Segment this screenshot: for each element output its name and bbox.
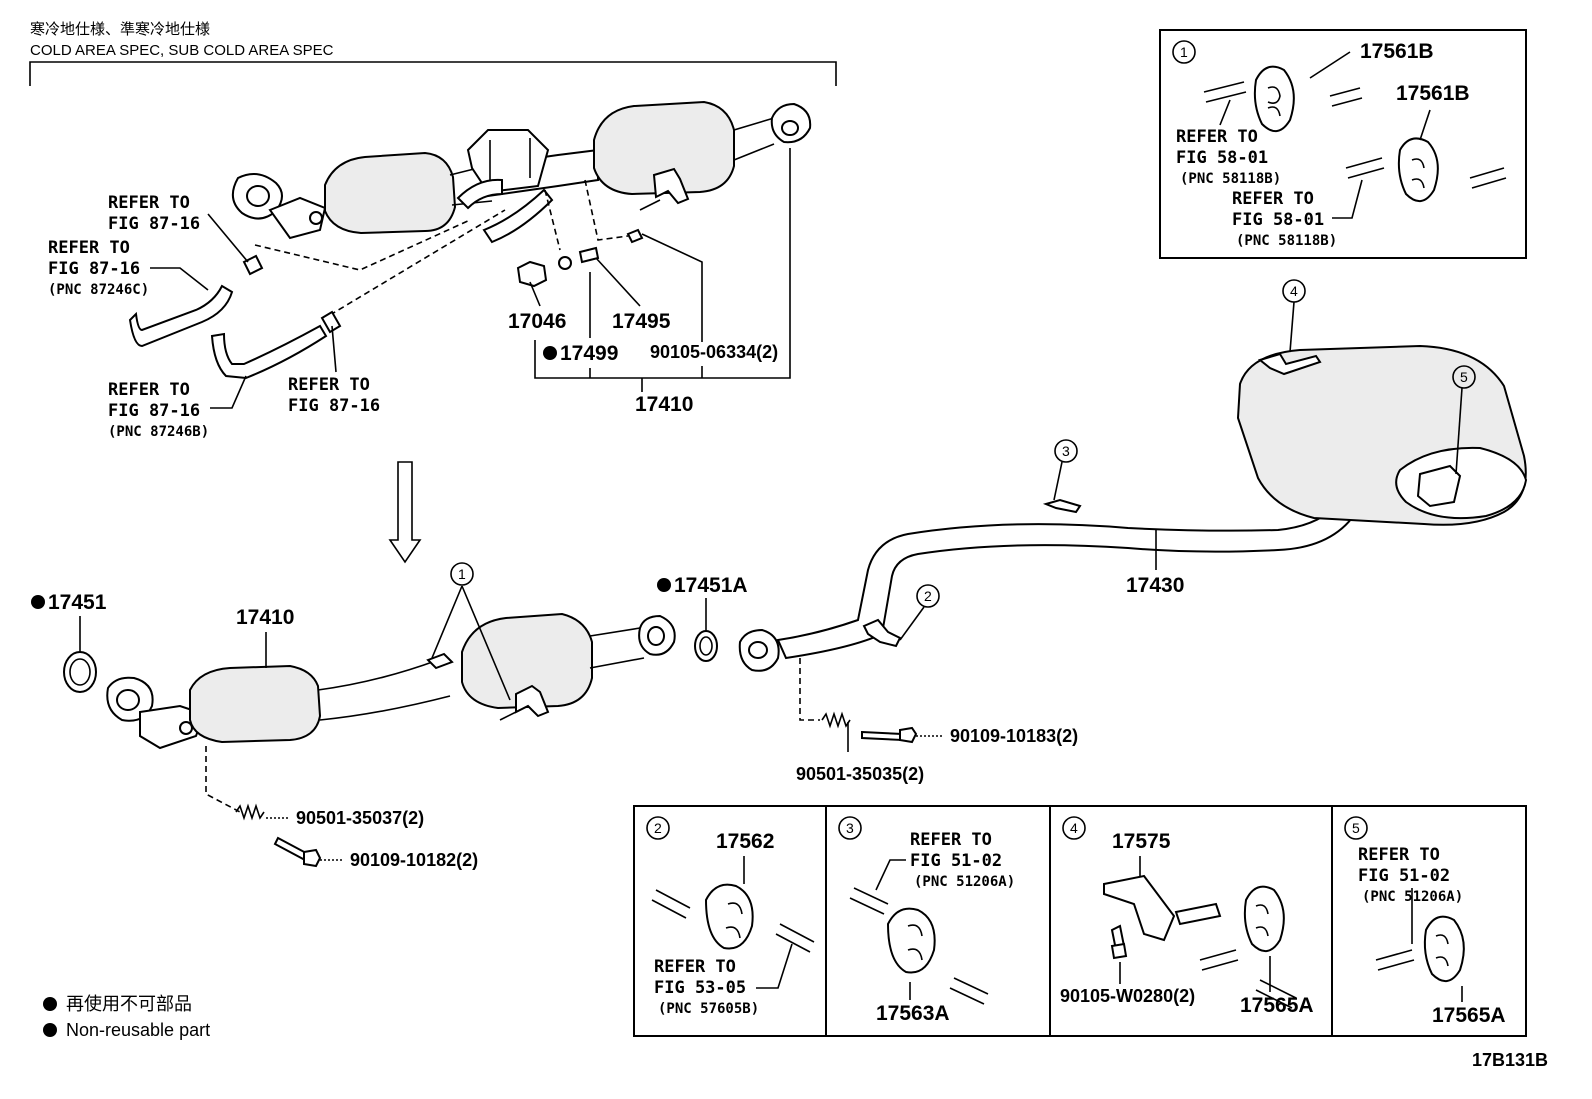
svg-text:(PNC 58118B): (PNC 58118B) [1236, 233, 1337, 249]
detail-box-3: 3 REFER TO FIG 51-02 (PNC 51206A) 17563A [825, 805, 1051, 1037]
svg-text:Non-reusable part: Non-reusable part [66, 1020, 210, 1040]
part-17451A: 17451A [674, 574, 748, 597]
detail-box-2: 2 17562 REFER TO FIG 53-05 (PNC 57605B) [633, 805, 827, 1037]
spring-90501-35035 [821, 711, 851, 729]
svg-text:(PNC 87246B): (PNC 87246B) [108, 424, 209, 440]
svg-text:2: 2 [654, 820, 662, 836]
svg-text:2: 2 [924, 588, 932, 604]
svg-text:1: 1 [458, 566, 466, 582]
svg-text:4: 4 [1070, 820, 1078, 836]
svg-text:FIG 53-05: FIG 53-05 [654, 978, 746, 998]
detail-box-4: 4 17575 90105-W0280(2) 17565A [1049, 805, 1333, 1037]
non-reusable-marker [31, 595, 45, 609]
svg-text:(PNC 57605B): (PNC 57605B) [658, 1001, 759, 1017]
svg-text:FIG 87-16: FIG 87-16 [108, 214, 200, 234]
part-17563A: 17563A [876, 1002, 950, 1025]
svg-text:FIG 87-16: FIG 87-16 [48, 259, 140, 279]
part-90501-35035: 90501-35035(2) [796, 764, 924, 784]
detail-box-1: 1 17561B 17561B REFER TO FIG 58-01 (PNC … [1159, 29, 1527, 259]
svg-text:REFER TO: REFER TO [654, 957, 736, 977]
callout-3-main: 3 [1054, 439, 1078, 463]
header-en: COLD AREA SPEC, SUB COLD AREA SPEC [30, 42, 334, 59]
svg-text:REFER TO: REFER TO [108, 193, 190, 213]
svg-text:3: 3 [1062, 443, 1070, 459]
svg-text:FIG 58-01: FIG 58-01 [1232, 210, 1324, 230]
non-reusable-marker [543, 346, 557, 360]
svg-text:REFER TO: REFER TO [910, 830, 992, 850]
ref-d: REFER TO FIG 87-16 [288, 375, 380, 416]
svg-text:5: 5 [1352, 820, 1360, 836]
svg-text:(PNC 51206A): (PNC 51206A) [914, 874, 1015, 890]
svg-text:REFER TO: REFER TO [1358, 845, 1440, 865]
header-jp: 寒冷地仕様、準寒冷地仕様 [30, 20, 210, 38]
ref-b: REFER TO FIG 87-16 (PNC 87246C) [48, 238, 149, 298]
svg-text:REFER TO: REFER TO [288, 375, 370, 395]
header-bracket [29, 61, 837, 86]
svg-text:REFER TO: REFER TO [1176, 127, 1258, 147]
svg-text:REFER TO: REFER TO [108, 380, 190, 400]
callout-1-main: 1 [450, 562, 474, 586]
hose-87246B [210, 310, 342, 380]
part-17561B-b: 17561B [1396, 82, 1470, 105]
arrow-down [388, 461, 422, 564]
part-17451: 17451 [48, 591, 107, 614]
svg-text:FIG 87-16: FIG 87-16 [288, 396, 380, 416]
front-pipe-assembly [63, 612, 718, 750]
legend: 再使用不可部品 Non-reusable part [43, 994, 210, 1040]
part-17046: 17046 [508, 310, 566, 333]
spring-90501-35037 [235, 803, 265, 821]
part-17561B-a: 17561B [1360, 40, 1434, 63]
callout-4-main: 4 [1282, 279, 1306, 303]
svg-text:4: 4 [1290, 283, 1298, 299]
ref-c: REFER TO FIG 87-16 (PNC 87246B) [108, 380, 209, 440]
svg-text:REFER TO: REFER TO [1232, 189, 1314, 209]
svg-text:(PNC 58118B): (PNC 58118B) [1180, 171, 1281, 187]
part-90105-W0280: 90105-W0280(2) [1060, 986, 1195, 1006]
top-exhaust-pipe-assembly [231, 100, 812, 288]
tailpipe-assembly [738, 344, 1528, 672]
part-17565A-a: 17565A [1240, 994, 1314, 1017]
svg-text:FIG 87-16: FIG 87-16 [108, 401, 200, 421]
svg-text:5: 5 [1460, 369, 1468, 385]
part-90109-10183: 90109-10183(2) [950, 726, 1078, 746]
detail-box-5: 5 REFER TO FIG 51-02 (PNC 51206A) 17565A [1331, 805, 1527, 1037]
ref-a: REFER TO FIG 87-16 [108, 193, 200, 234]
part-17499: 17499 [560, 342, 618, 365]
figure-id: 17B131B [1472, 1050, 1548, 1070]
callout-2-main: 2 [916, 584, 940, 608]
part-17575: 17575 [1112, 830, 1171, 853]
bolt-90109-10182 [273, 836, 322, 868]
svg-text:再使用不可部品: 再使用不可部品 [66, 994, 192, 1014]
svg-text:(PNC 87246C): (PNC 87246C) [48, 282, 149, 298]
svg-text:FIG 58-01: FIG 58-01 [1176, 148, 1268, 168]
part-17562: 17562 [716, 830, 774, 853]
part-90109-10182: 90109-10182(2) [350, 850, 478, 870]
svg-text:REFER TO: REFER TO [48, 238, 130, 258]
part-17565A-b: 17565A [1432, 1004, 1506, 1027]
part-17410-main: 17410 [236, 606, 294, 629]
svg-text:1: 1 [1180, 44, 1188, 60]
part-17410-top: 17410 [635, 393, 693, 416]
callout-5-main: 5 [1452, 365, 1476, 389]
hose-87246C [128, 254, 264, 348]
part-90501-35037: 90501-35037(2) [296, 808, 424, 828]
part-17430: 17430 [1126, 574, 1184, 597]
part-17495: 17495 [612, 310, 671, 333]
svg-text:FIG 51-02: FIG 51-02 [1358, 866, 1450, 886]
svg-text:FIG 51-02: FIG 51-02 [910, 851, 1002, 871]
part-90105-06334: 90105-06334(2) [650, 342, 778, 362]
non-reusable-marker [657, 578, 671, 592]
bolt-90109-10183 [861, 726, 918, 744]
svg-text:3: 3 [846, 820, 854, 836]
